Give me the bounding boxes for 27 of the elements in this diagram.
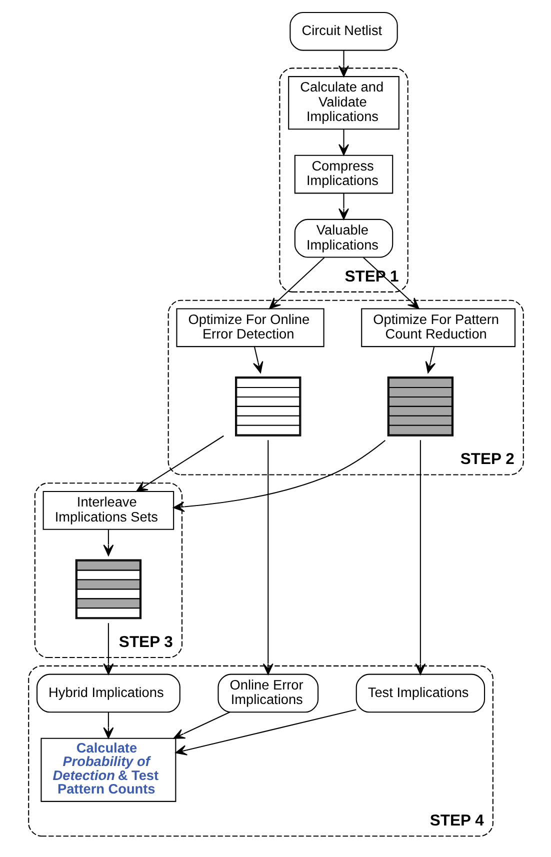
arrow <box>102 623 114 675</box>
arrow <box>338 129 348 156</box>
arrow <box>172 712 230 739</box>
arrow <box>424 346 436 374</box>
node-box: Compress Implications <box>294 154 393 194</box>
arrow <box>252 346 263 374</box>
node-box: Valuable Implications <box>294 218 393 258</box>
arrow <box>136 435 224 492</box>
node-box: Calculate Probability of Detection & Test Pattern Counts <box>40 738 176 802</box>
arrow <box>338 50 348 77</box>
node-box: Test Implications <box>355 674 485 713</box>
node-box: Online Error Implications <box>217 674 318 713</box>
arrow <box>414 440 426 675</box>
arrow <box>172 440 386 512</box>
node-box: Interleave Implications Sets <box>42 491 174 530</box>
arrow <box>338 193 348 220</box>
node-box: Optimize For Online Error Detection <box>176 308 324 348</box>
node-box: Hybrid Implications <box>36 674 180 713</box>
arrow <box>268 257 324 310</box>
arrow <box>362 257 419 310</box>
node-box: Circuit Netlist <box>289 12 398 51</box>
node-box: Optimize For Pattern Count Reduction <box>360 308 516 348</box>
node-box: Calculate and Validate Implications <box>288 76 399 130</box>
arrow <box>102 712 114 739</box>
arrow <box>174 709 356 756</box>
arrow <box>102 530 114 556</box>
arrow <box>262 440 273 675</box>
